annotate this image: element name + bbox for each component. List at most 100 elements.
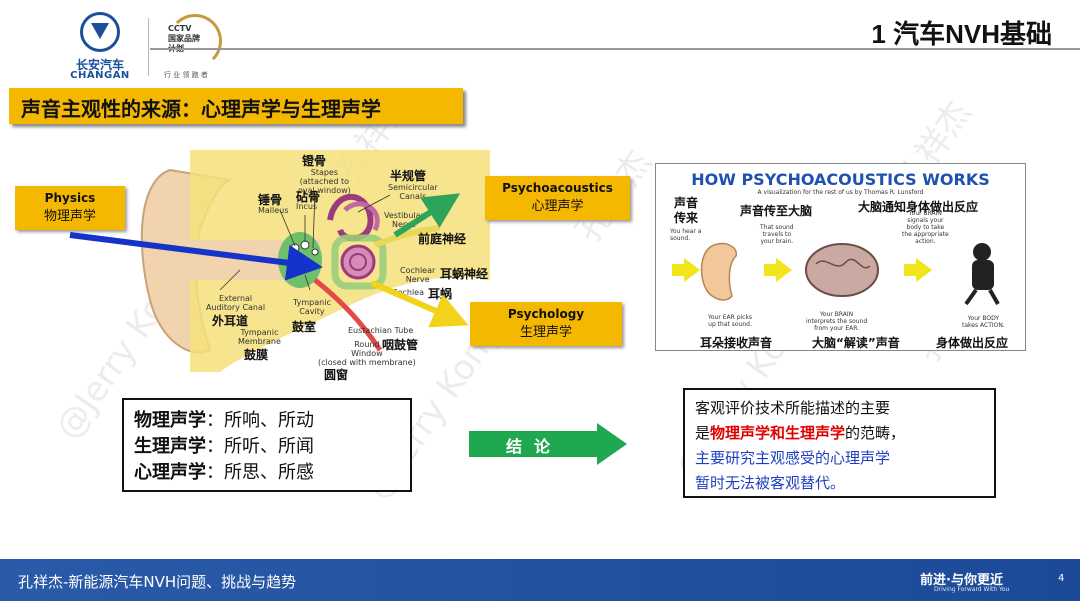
label-vestibular-cn: 前庭神经 — [418, 232, 467, 246]
inner-ear-highlight — [331, 234, 387, 290]
cochlea-shape — [349, 253, 367, 271]
conclusion-box: 客观评价技术所能描述的主要 是物理声学和生理声学的范畴， 主要研究主观感受的心理… — [683, 388, 996, 498]
label-eustachian-cn: 咽鼓管 — [382, 338, 419, 352]
page-number: 4 — [1058, 573, 1065, 584]
page-title: 1 汽车NVH基础 — [871, 19, 1052, 49]
label-stapes-cn: 镫骨 — [302, 154, 327, 168]
brand-cn: 长安汽车 — [75, 58, 124, 72]
footer-text: 孔祥杰-新能源汽车NVH问题、挑战与趋势 — [18, 573, 297, 591]
definition-desc: ：所听、所闻 — [206, 436, 314, 457]
label-round-window-en: Round Window (closed with membrane) — [318, 340, 416, 367]
label-external-cn: 外耳道 — [212, 314, 249, 328]
label-vestibular-en: Vestibular Nerve — [384, 211, 424, 229]
panel-step-cn: 声音 传来 — [674, 196, 699, 225]
psychoacoustics-box: Psychoacoustics 心理声学 — [485, 176, 630, 220]
section-label-text: 声音主观性的来源：心理声学与生理声学 — [21, 97, 381, 121]
panel-step-cn: 大脑通知身体做出反应 — [858, 200, 979, 214]
panel-arrow-shaft — [904, 264, 916, 276]
footer-bar: 孔祥杰-新能源汽车NVH问题、挑战与趋势 前进·与你更近 Driving For… — [0, 559, 1080, 601]
eustachian-tube — [313, 278, 383, 352]
panel-arrow-icon — [916, 258, 932, 282]
label-external-en: External Auditory Canal — [206, 294, 266, 312]
header-rule — [150, 48, 1080, 50]
cochlea-shape — [340, 244, 376, 280]
psychoacoustics-cn: 心理声学 — [531, 199, 584, 214]
footer-slogan: 前进·与你更近 — [920, 573, 1003, 588]
brain-icon — [805, 243, 879, 297]
leader-line — [279, 209, 296, 247]
conclusion-line: 客观评价技术所能描述的主要 — [695, 399, 891, 417]
panel-caption-cn: 身体做出反应 — [936, 336, 1009, 350]
cctv-sub: 行 业 领 跑 者 — [164, 71, 208, 79]
label-tympanic-membrane-en: Tympanic Membrane — [238, 328, 281, 346]
panel-step-en: Your BRAIN signals your body to take the… — [902, 210, 949, 245]
label-eustachian-en: Eustachian Tube — [348, 326, 414, 335]
definition-term: 生理声学 — [134, 436, 206, 457]
body-icon-head — [973, 243, 991, 261]
panel-arrow-shaft — [764, 264, 776, 276]
panel-subtitle: A visualization for the rest of us by Th… — [757, 189, 924, 196]
psychoacoustics-en: Psychoacoustics — [502, 181, 613, 195]
psychology-en: Psychology — [507, 307, 585, 321]
definition-line: 生理声学：所听、所闻 — [134, 434, 400, 460]
green-arrow-icon — [469, 423, 627, 465]
definition-desc: ：所思、所感 — [206, 462, 314, 483]
label-malleus-en: Malleus — [258, 206, 289, 215]
panel-caption-en: Your EAR picks up that sound. — [708, 314, 753, 328]
panel-arrow-shaft — [672, 264, 684, 276]
label-semicircular-en: Semicircular Canals — [388, 183, 438, 201]
cctv-arc-icon — [168, 14, 222, 68]
panel-caption-cn: 耳朵接收声音 — [700, 336, 773, 350]
panel-step-en: You hear a sound. — [670, 228, 702, 242]
conclusion-arrow: 结论 — [469, 423, 627, 465]
leader-line — [219, 269, 241, 291]
physics-en: Physics — [44, 191, 96, 205]
label-incus-cn: 砧骨 — [296, 190, 321, 204]
psychoacoustics-panel: HOW PSYCHOACOUSTICS WORKS A visualizatio… — [655, 163, 1026, 351]
psychoacoustics-arrow — [393, 193, 461, 238]
physics-box: Physics 物理声学 — [15, 186, 125, 230]
body-icon-leg — [964, 288, 978, 306]
definition-desc: ：所响、所动 — [206, 410, 314, 431]
psychology-arrow — [370, 280, 469, 328]
panel-caption-cn: 大脑“解读”声音 — [812, 336, 900, 350]
psychology-cn: 生理声学 — [519, 325, 572, 340]
panel-arrow-icon — [776, 258, 792, 282]
label-round-window-cn: 圆窗 — [324, 368, 349, 382]
conclusion-text: 是 — [695, 424, 711, 442]
panel-title: HOW PSYCHOACOUSTICS WORKS — [691, 170, 990, 189]
ear-icon — [700, 242, 737, 301]
conclusion-line: 是物理声学和生理声学的范畴， — [695, 421, 984, 446]
leader-line — [357, 194, 391, 213]
panel-caption-en: Your BRAIN interprets the sound from you… — [806, 311, 868, 332]
section-label: 声音主观性的来源：心理声学与生理声学 — [9, 88, 463, 124]
definition-term: 物理声学 — [134, 410, 206, 431]
footer-slogan-en: Driving Forward With You — [934, 586, 1010, 593]
physics-arrow — [69, 232, 323, 281]
panel-caption-en: Your BODY takes ACTION. — [962, 315, 1005, 329]
panel-arrow-icon — [684, 258, 700, 282]
definition-term: 心理声学 — [134, 462, 206, 483]
label-cochlear-nerve-en: Cochlear Nerve — [400, 266, 436, 284]
cctv-line: 国家品牌 — [168, 34, 200, 43]
label-cochlear-nerve-cn: 耳蜗神经 — [440, 267, 489, 281]
body-icon-leg — [988, 289, 1000, 305]
conclusion-label: 结论 — [505, 437, 562, 456]
label-cochlea-en: Cochlea — [392, 288, 424, 297]
leader-line — [312, 189, 316, 249]
label-malleus-cn: 锤骨 — [258, 193, 283, 207]
conclusion-text: 的范畴， — [845, 424, 906, 442]
brain-folds — [815, 258, 871, 269]
label-stapes-en: Stapes (attached to oval window) — [298, 168, 351, 195]
definitions-box: 物理声学：所响、所动 生理声学：所听、所闻 心理声学：所思、所感 — [122, 398, 412, 492]
definition-line: 物理声学：所响、所动 — [134, 408, 400, 434]
panel-step-en: That sound travels to your brain. — [760, 224, 794, 245]
changan-emblem-icon — [80, 12, 120, 52]
psychology-box: Psychology 生理声学 — [470, 302, 622, 346]
label-tympanic-cavity-cn: 鼓室 — [292, 320, 317, 334]
panel-illustrations — [700, 242, 1000, 306]
physics-cn: 物理声学 — [43, 209, 96, 224]
semicircular-canals — [343, 201, 380, 232]
cctv-line: CCTV — [168, 24, 192, 33]
